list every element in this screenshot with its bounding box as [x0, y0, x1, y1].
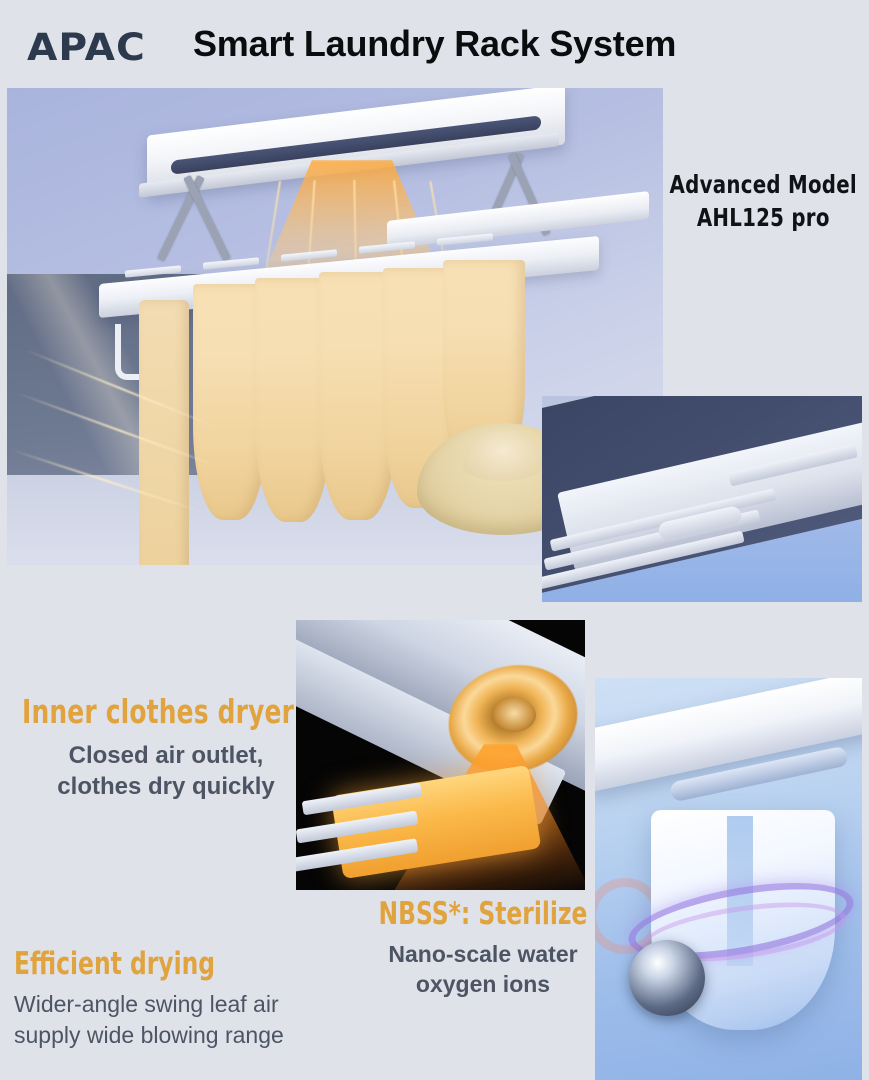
feature-description: Closed air outlet, clothes dry quickly [22, 740, 310, 802]
apac-logo: APAC [27, 26, 146, 69]
feature-inner-clothes-dryer: Inner clothes dryer Closed air outlet, c… [22, 692, 322, 802]
feature-description: Wider-angle swing leaf air supply wide b… [14, 989, 354, 1051]
feature-description-line1: Closed air outlet, [68, 742, 264, 769]
feature-nbss-sterilize: NBSS*: Sterilize Nano-scale water oxygen… [358, 896, 608, 1000]
feature-description-line1: Nano-scale water [388, 941, 578, 967]
rack-comb-slot [203, 257, 259, 270]
upper-rack-rail [387, 191, 649, 249]
feature-description: Nano-scale water oxygen ions [358, 940, 608, 1000]
feature-description-line2: supply wide blowing range [14, 1021, 284, 1048]
feature-description-line2: clothes dry quickly [57, 773, 275, 801]
nano-ion-sphere [629, 940, 705, 1016]
model-badge-line1: Advanced Model [669, 170, 857, 199]
hanging-shirt [255, 278, 331, 522]
feature-heading: Inner clothes dryer [22, 692, 295, 731]
inner-dryer-fan-image [296, 620, 585, 890]
page-title: Smart Laundry Rack System [193, 23, 677, 64]
hanging-shirt [193, 284, 267, 520]
fan-core [492, 698, 536, 732]
sterilize-image [595, 678, 862, 1080]
model-badge-line2: AHL125 pro [696, 203, 830, 232]
hanging-towel [139, 300, 189, 565]
feature-efficient-drying: Efficient drying Wider-angle swing leaf … [14, 946, 354, 1051]
model-badge: Advanced Model AHL125 pro [670, 168, 857, 234]
feature-description-line2: oxygen ions [415, 970, 551, 997]
header: APAC Smart Laundry Rack System [0, 0, 869, 88]
feature-heading: Efficient drying [14, 946, 216, 982]
rack-detail-image [542, 396, 862, 602]
feature-description-line1: Wider-angle swing leaf air [14, 991, 279, 1017]
feature-heading: NBSS*: Sterilize [378, 896, 588, 932]
